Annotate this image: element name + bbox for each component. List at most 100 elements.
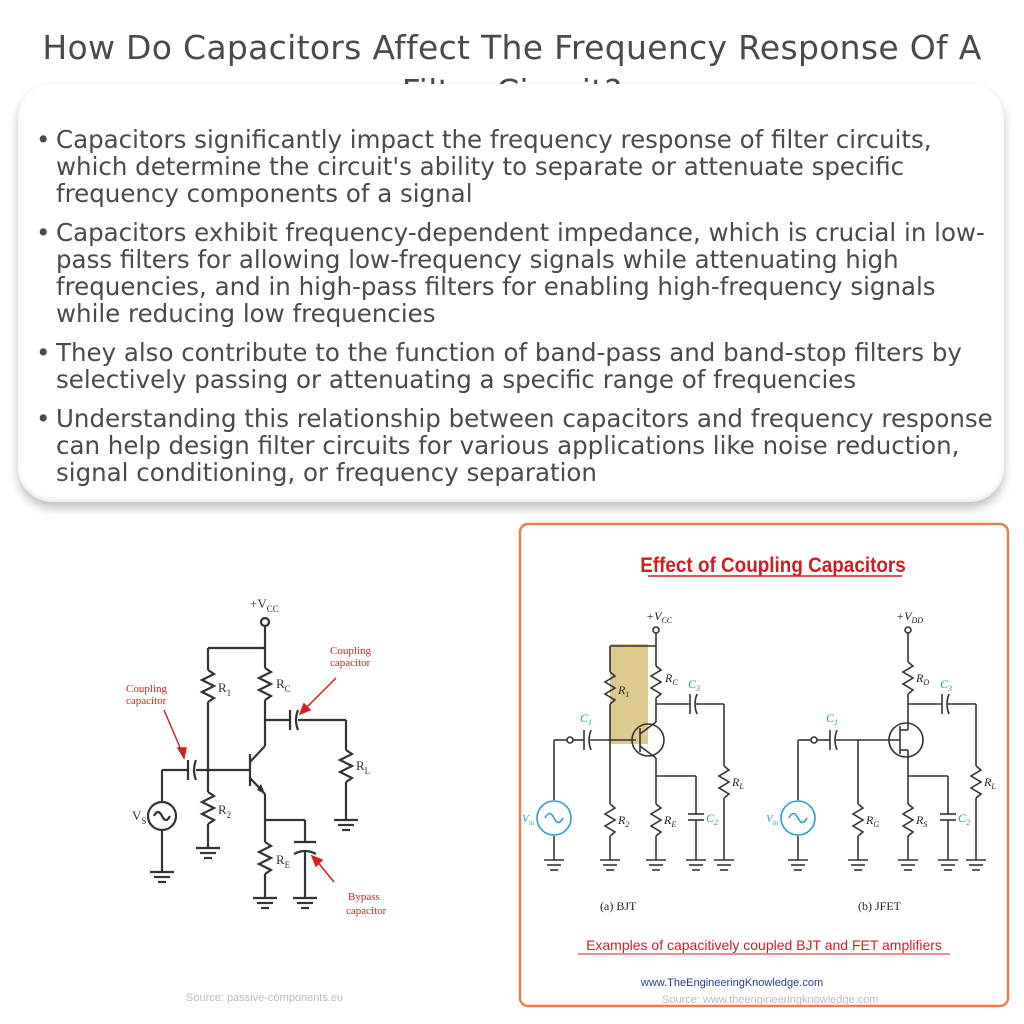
jfet-c3: C [940,677,949,691]
coupling-out-label-2: capacitor [330,657,371,669]
bjt-c1: C [580,711,589,725]
bjt-re-sub: E [670,820,676,829]
jfet-c2: C [958,811,967,825]
bullet-item: •Capacitors significantly impact the fre… [36,126,996,207]
jfet-c2-sub: 2 [966,818,970,827]
svg-text:Vin: Vin [522,813,535,827]
svg-text:C3: C3 [688,677,700,693]
jfet-vdd: +V [896,609,913,623]
jfet-vin-sub: in [773,819,779,827]
jfet-rs-sub: S [923,820,927,829]
bullet-item: •Understanding this relationship between… [36,405,996,486]
svg-text:RS: RS [915,813,927,829]
coupling-capacitor-figure: Effect of Coupling Capacitors [518,522,1010,1008]
bjt-c2-sub: 2 [714,818,718,827]
svg-text:RC: RC [276,676,291,694]
rc-label: R [276,676,285,691]
bypass-label-2: capacitor [346,905,387,917]
content-card [18,84,1004,502]
re-label: R [276,852,285,867]
jfet-rd: R [915,671,924,685]
bjt-amplifier-schematic: Coupling capacitor Coupling capacitor By… [126,596,387,917]
bjt-vcc: +V [646,609,663,623]
rl-sub: L [365,766,371,776]
svg-text:RL: RL [731,775,744,791]
bjt-rc-sub: C [672,678,678,687]
svg-text:+VDD: +VDD [896,609,923,625]
jfet-vin: V [766,813,774,825]
bullet-item: •Capacitors exhibit frequency-dependent … [36,219,996,327]
right-source-credit: Source: www.theengineeringknowledge.com [662,994,879,1006]
svg-text:RL: RL [983,775,996,791]
bullet-text: Understanding this relationship between … [56,404,993,487]
svg-text:R2: R2 [218,802,231,820]
svg-text:C1: C1 [580,711,592,727]
svg-text:+VCC: +VCC [646,609,673,625]
bjt-rl: R [731,775,740,789]
svg-text:C2: C2 [958,811,970,827]
bullet-list: •Capacitors significantly impact the fre… [36,126,996,498]
svg-text:RD: RD [915,671,929,687]
left-source-credit: Source: passive-components.eu [186,992,344,1004]
figure-caption: Examples of capacitively coupled BJT and… [586,937,942,953]
bjt-r1: R [617,683,626,697]
svg-text:RG: RG [865,813,879,829]
vs-sub: S [141,816,146,826]
svg-text:C3: C3 [940,677,952,693]
bjt-vin: V [522,813,530,825]
bjt-vcc-sub: CC [661,616,672,625]
jfet-c3-sub: 3 [947,684,952,693]
website-credit: www.TheEngineeringKnowledge.com [640,977,823,989]
r2-sub: 2 [227,810,232,820]
jfet-rd-sub: D [922,678,929,687]
bjt-c3-sub: 3 [695,684,700,693]
bjt-rc: R [664,671,673,685]
bjt-r1-sub: 1 [625,690,629,699]
bjt-vin-sub: in [529,819,535,827]
svg-text:+VCC: +VCC [250,596,279,614]
svg-text:Vin: Vin [766,813,779,827]
vcc-label: +V [250,596,267,611]
rl-label: R [356,758,365,773]
bullet-marker: • [36,404,51,433]
svg-text:C2: C2 [706,811,718,827]
jfet-rl: R [983,775,992,789]
bypass-label-1: Bypass [348,891,380,903]
bjt-r2-sub: 2 [625,820,629,829]
bullet-item: •They also contribute to the function of… [36,339,996,393]
vs-label: V [132,808,142,823]
jfet-rs: R [915,813,924,827]
bjt-c1-sub: 1 [588,718,592,727]
svg-text:VS: VS [132,808,146,826]
jfet-c1: C [826,711,835,725]
svg-text:C1: C1 [826,711,838,727]
bullet-text: Capacitors significantly impact the freq… [56,125,932,208]
r1-label: R [218,680,227,695]
bullet-marker: • [36,218,51,247]
bjt-re: R [663,813,672,827]
bjt-caption: (a) BJT [600,899,637,913]
bullet-text: Capacitors exhibit frequency-dependent i… [56,218,985,328]
r2-label: R [218,802,227,817]
jfet-rg-sub: G [873,820,879,829]
bullet-marker: • [36,125,51,154]
svg-text:RE: RE [276,852,291,870]
vcc-sub: CC [267,604,279,614]
r1-sub: 1 [227,688,232,698]
figure-title: Effect of Coupling Capacitors [640,554,906,577]
bullet-text: They also contribute to the function of … [56,338,962,394]
re-sub: E [285,860,291,870]
jfet-vdd-sub: DD [910,616,923,625]
bullet-marker: • [36,338,51,367]
coupling-out-label-1: Coupling [330,645,371,657]
coupling-in-label-2: capacitor [126,695,167,707]
bjt-r2: R [617,813,626,827]
bjt-c2: C [706,811,715,825]
svg-text:R2: R2 [617,813,629,829]
jfet-caption: (b) JFET [858,899,902,913]
rc-sub: C [285,684,291,694]
svg-text:R1: R1 [617,683,629,699]
coupling-in-label-1: Coupling [126,683,167,695]
jfet-rl-sub: L [990,782,996,791]
bjt-c3: C [688,677,697,691]
